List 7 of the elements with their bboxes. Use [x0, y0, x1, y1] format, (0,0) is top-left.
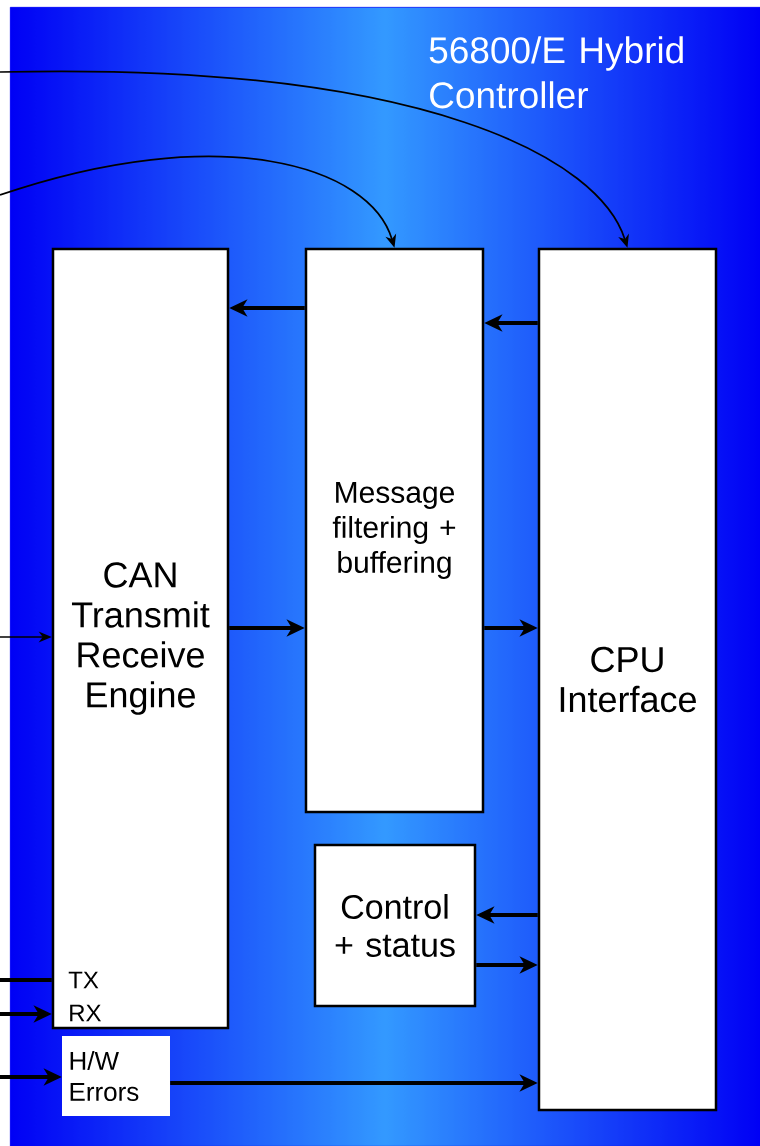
panel-title: 56800/E Hybrid Controller [429, 36, 683, 109]
interface-box: CPU Interface [537, 247, 718, 1112]
port-label: TX [68, 971, 99, 989]
control-box: Control + status [313, 843, 477, 1008]
port-label: RX [70, 1004, 101, 1022]
filter-box: Message filtering + buffering [304, 247, 485, 814]
errors-box: H/W Errors [62, 1036, 170, 1116]
